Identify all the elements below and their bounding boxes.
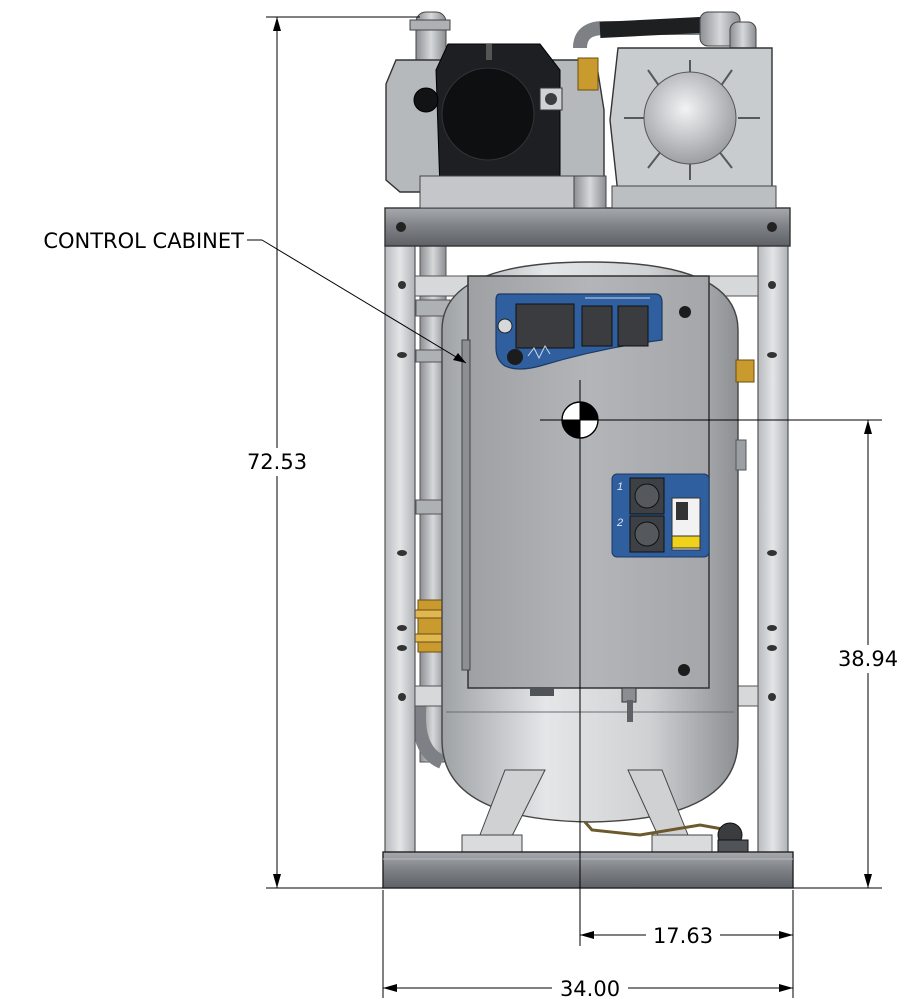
controller-display-panel (495, 293, 663, 370)
svg-text:2: 2 (616, 517, 623, 529)
overall-height-dimension: 72.53 (247, 450, 307, 474)
frame-holes (397, 281, 777, 701)
vacuum-pump-icon (385, 11, 607, 209)
frame-top-beam (384, 207, 791, 247)
cog-height-dimension: 38.94 (838, 647, 898, 671)
svg-text:1: 1 (617, 481, 623, 493)
overall-width-dimension: 34.00 (560, 977, 620, 1001)
frame-base-plate (382, 851, 794, 889)
motor-icon (573, 11, 777, 209)
dimension-lines (247, 16, 882, 998)
control-cabinet: 1 2 (461, 275, 710, 722)
frame-post-left (384, 244, 416, 856)
outlet-panel: 1 2 (611, 473, 710, 558)
control-cabinet-callout: CONTROL CABINET (43, 229, 244, 253)
equipment-illustration: 1 2 (382, 11, 794, 889)
dimension-arrowheads (273, 17, 872, 992)
frame-post-right (757, 244, 789, 856)
cog-offset-dimension: 17.63 (653, 924, 713, 948)
